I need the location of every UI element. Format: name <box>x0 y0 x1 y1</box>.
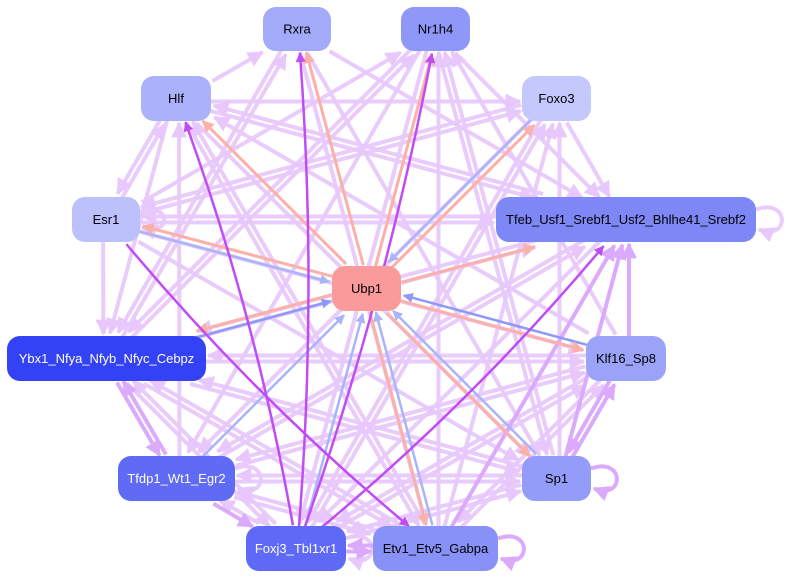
node-label: Foxj3_Tbl1xr1 <box>255 541 337 556</box>
node-box[interactable] <box>522 76 591 121</box>
edge-foxj3-to-klf16 <box>335 383 587 531</box>
node-klf16[interactable]: Klf16_Sp8 <box>586 336 666 381</box>
node-box[interactable] <box>373 526 498 571</box>
node-label: Rxra <box>283 22 311 37</box>
node-label: Klf16_Sp8 <box>596 351 656 366</box>
node-ubp1[interactable]: Ubp1 <box>332 266 401 311</box>
edge-etv1-to-tfdp1 <box>236 487 375 531</box>
edge-ubp1-to-nr1h4 <box>373 52 436 268</box>
node-ybx1[interactable]: Ybx1_Nfya_Nfyb_Nfyc_Cebpz <box>7 336 206 381</box>
edge-tfeb-to-tfdp1 <box>216 237 587 454</box>
node-tfdp1[interactable]: Tfdp1_Wt1_Egr2 <box>118 456 235 501</box>
node-box[interactable] <box>586 336 666 381</box>
node-label: Ybx1_Nfya_Nfyb_Nfyc_Cebpz <box>19 351 195 366</box>
edge-etv1-to-ubp1 <box>373 311 434 526</box>
edge-ubp1-to-rxra <box>303 51 365 266</box>
edge-ubp1-to-tfeb <box>401 243 536 284</box>
edge-foxo3-to-ubp1 <box>387 117 533 263</box>
node-box[interactable] <box>401 7 470 51</box>
edge-foxo3-to-esr1 <box>139 102 522 211</box>
node-label: Nr1h4 <box>418 22 453 37</box>
edge-klf16-to-ubp1 <box>402 292 588 347</box>
node-rxra[interactable]: Rxra <box>263 7 331 51</box>
edge-esr1-to-sp1 <box>137 239 520 462</box>
node-label: Esr1 <box>93 212 120 227</box>
edge-foxo3-to-tfeb <box>565 121 612 198</box>
edge-foxo3-to-foxj3 <box>305 118 543 524</box>
node-tfeb[interactable]: Tfeb_Usf1_Srebf1_Usf2_Bhlhe41_Srebf2 <box>496 197 756 242</box>
node-box[interactable] <box>72 197 140 242</box>
node-foxj3[interactable]: Foxj3_Tbl1xr1 <box>246 526 346 571</box>
node-esr1[interactable]: Esr1 <box>72 197 140 242</box>
edge-tfeb-to-tfeb <box>755 205 784 243</box>
edge-nr1h4-to-ybx1 <box>127 47 413 334</box>
edge-tfdp1-to-foxj3 <box>212 501 255 529</box>
edge-etv1-to-tfeb <box>449 244 617 529</box>
node-label: Hlf <box>168 91 184 106</box>
edge-ubp1-to-foxo3 <box>390 124 536 270</box>
edge-tfdp1-to-klf16 <box>235 368 587 468</box>
edge-ubp1-to-esr1 <box>141 223 334 278</box>
edge-etv1-to-ybx1 <box>149 378 400 526</box>
edge-tfeb-to-hlf <box>212 101 544 197</box>
edge-etv1-to-etv1 <box>497 534 526 572</box>
edge-hlf-to-esr1 <box>115 118 163 195</box>
node-sp1[interactable]: Sp1 <box>522 456 591 501</box>
edges-layer <box>95 47 784 572</box>
edge-klf16-to-hlf <box>213 115 590 336</box>
node-label: Foxo3 <box>538 91 574 106</box>
edge-ubp1-to-etv1 <box>368 311 430 526</box>
edge-sp1-to-ubp1 <box>392 309 538 455</box>
edge-ubp1-to-sp1 <box>385 312 531 458</box>
node-box[interactable] <box>7 336 206 381</box>
edge-ybx1-to-tfdp1 <box>115 381 162 457</box>
edge-tfdp1-to-ubp1 <box>200 314 346 460</box>
node-box[interactable] <box>263 7 331 51</box>
edge-klf16-to-tfdp1 <box>234 364 586 464</box>
node-label: Tfeb_Usf1_Srebf1_Usf2_Bhlhe41_Srebf2 <box>506 212 746 227</box>
edge-ubp1-to-hlf <box>201 119 348 265</box>
edge-foxj3-to-tfeb <box>319 245 605 530</box>
node-box[interactable] <box>118 456 235 501</box>
node-box[interactable] <box>332 266 401 311</box>
edge-sp1-to-nr1h4 <box>440 50 556 456</box>
edge-foxj3-to-ubp1 <box>303 312 366 528</box>
edge-nr1h4-to-tfdp1 <box>186 48 422 454</box>
edge-esr1-to-nr1h4 <box>140 50 402 205</box>
edge-ubp1-to-klf16 <box>399 299 585 354</box>
edge-foxj3-to-foxj3 <box>345 534 374 572</box>
node-label: Sp1 <box>545 471 568 486</box>
node-nr1h4[interactable]: Nr1h4 <box>401 7 470 51</box>
node-label: Etv1_Etv5_Gabpa <box>383 541 489 556</box>
node-box[interactable] <box>246 526 346 571</box>
edge-foxj3-to-hlf <box>183 121 295 526</box>
edge-foxj3-to-foxo3 <box>309 123 547 529</box>
edge-hlf-to-rxra <box>211 50 264 83</box>
node-label: Ubp1 <box>351 281 382 296</box>
edge-esr1-to-ubp1 <box>138 230 331 285</box>
node-box[interactable] <box>141 76 211 121</box>
edge-esr1-to-etv1 <box>125 243 410 528</box>
edge-tfdp1-to-tfeb <box>216 244 587 461</box>
edge-ybx1-to-rxra <box>120 53 288 339</box>
edge-foxj3-to-rxra <box>295 52 310 527</box>
node-box[interactable] <box>522 456 591 501</box>
node-hlf[interactable]: Hlf <box>141 76 211 121</box>
node-foxo3[interactable]: Foxo3 <box>522 76 591 121</box>
edge-klf16-to-sp1 <box>566 378 613 454</box>
edge-tfdp1-to-tfdp1 <box>234 464 263 502</box>
edge-sp1-to-foxj3 <box>345 482 522 536</box>
node-box[interactable] <box>496 197 756 242</box>
edge-etv1-to-foxo3 <box>442 122 557 528</box>
node-label: Tfdp1_Wt1_Egr2 <box>127 471 225 486</box>
edge-sp1-to-sp1 <box>590 464 619 502</box>
node-etv1[interactable]: Etv1_Etv5_Gabpa <box>373 526 498 571</box>
